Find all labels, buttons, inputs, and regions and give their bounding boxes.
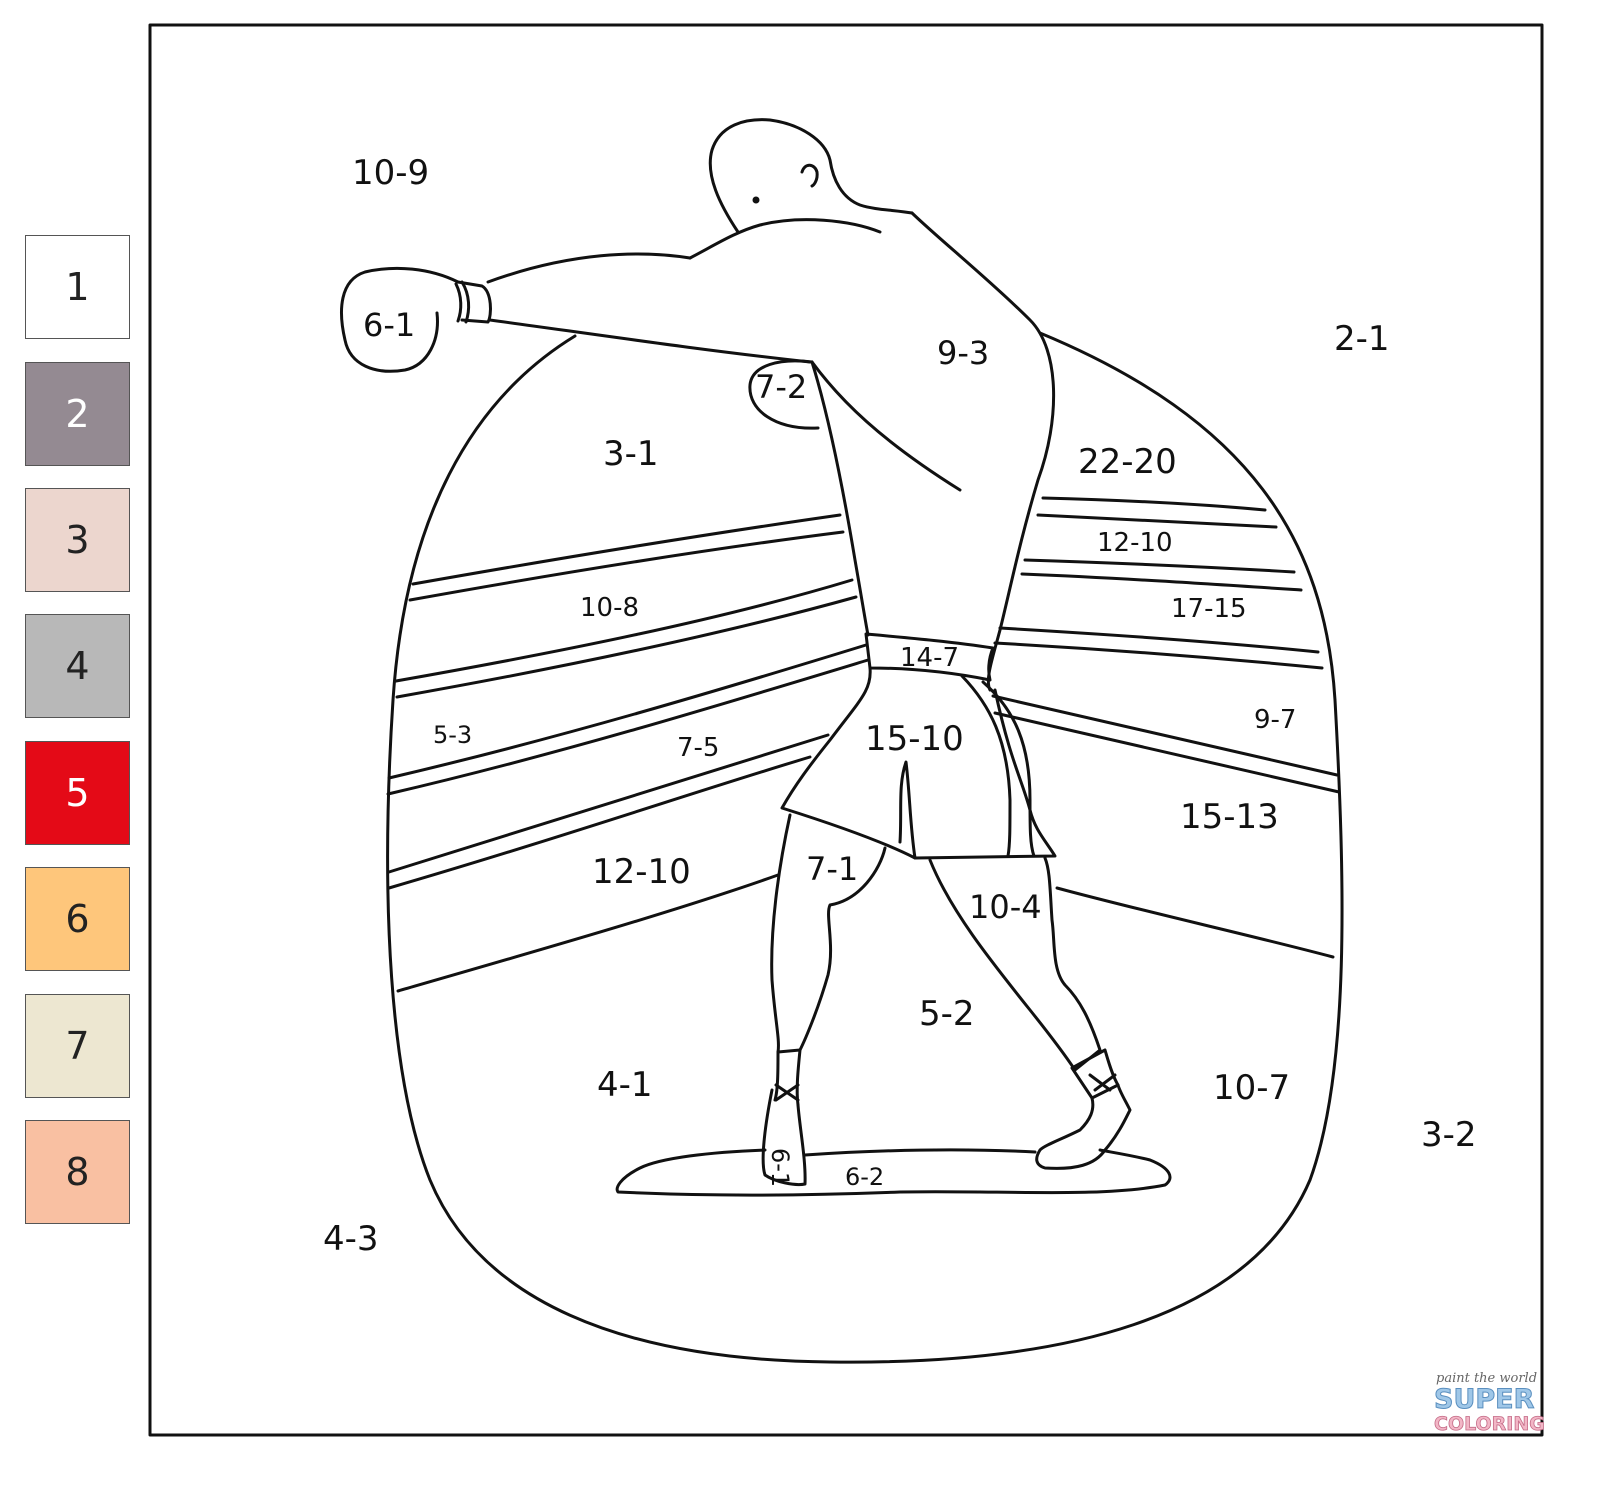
rope-left-3-bottom xyxy=(386,658,870,796)
swatch-8[interactable]: 8 xyxy=(25,1120,130,1224)
boxer-rear-glove xyxy=(748,359,820,430)
boxer-right-shoe xyxy=(1035,1083,1132,1170)
shoe-laces-right xyxy=(1088,1073,1117,1092)
rope-right-3-bottom xyxy=(993,641,1324,670)
swatch-1[interactable]: 1 xyxy=(25,235,130,339)
swatch-2-number: 2 xyxy=(65,392,90,436)
floor-shadow xyxy=(615,1148,1172,1197)
label-12-10-rope: 12-10 xyxy=(1097,528,1173,558)
label-9-7: 9-7 xyxy=(1254,705,1296,735)
glove-cuff-line-2 xyxy=(454,282,463,323)
swatch-6[interactable]: 6 xyxy=(25,867,130,971)
boxer-right-leg xyxy=(928,856,1102,1072)
boxer-ear xyxy=(800,163,819,188)
label-5-3: 5-3 xyxy=(433,721,472,749)
label-17-15: 17-15 xyxy=(1171,594,1247,624)
label-10-7: 10-7 xyxy=(1213,1068,1290,1108)
rope-right-4-bottom xyxy=(993,711,1341,794)
rope-left-1-bottom xyxy=(408,530,845,602)
label-15-13: 15-13 xyxy=(1180,797,1279,837)
rope-left-1-top xyxy=(411,513,842,586)
boxer-head xyxy=(708,118,914,234)
label-10-9: 10-9 xyxy=(352,153,429,193)
boxer-front-glove xyxy=(340,266,460,373)
canvas-frame xyxy=(148,23,1544,1437)
shorts-stripe-1 xyxy=(960,674,1012,858)
label-14-7: 14-7 xyxy=(900,643,959,673)
swatch-5-number: 5 xyxy=(65,771,90,815)
label-6-1-shoe: 6-1 xyxy=(766,1148,794,1187)
watermark-logo: paint the world SUPER COLORING xyxy=(1434,1371,1546,1435)
swatch-5[interactable]: 5 xyxy=(25,741,130,845)
swatch-3[interactable]: 3 xyxy=(25,488,130,592)
label-10-4: 10-4 xyxy=(969,888,1042,926)
glove-cuff-line-1 xyxy=(460,280,471,324)
rope-right-1-bottom xyxy=(1036,513,1278,529)
rope-right-2-top xyxy=(1023,558,1296,574)
label-9-3: 9-3 xyxy=(937,334,989,372)
label-6-1-glove: 6-1 xyxy=(363,306,415,344)
shorts-outline xyxy=(780,666,1057,860)
label-6-2: 6-2 xyxy=(845,1163,884,1191)
label-12-10: 12-10 xyxy=(592,852,691,892)
watermark-line2: COLORING xyxy=(1434,1413,1545,1435)
rope-left-4-bottom xyxy=(387,755,812,890)
rope-left-3-top xyxy=(387,643,868,780)
rope-left-2-bottom xyxy=(395,595,858,699)
label-22-20: 22-20 xyxy=(1078,442,1177,482)
swatch-4-number: 4 xyxy=(65,644,90,688)
label-7-1: 7-1 xyxy=(806,850,858,888)
shorts-waistband xyxy=(864,632,995,682)
rope-right-1-top xyxy=(1041,496,1267,512)
boxer-arm-top xyxy=(486,252,692,284)
swatch-8-number: 8 xyxy=(65,1150,90,1194)
boxer-eye xyxy=(752,196,760,204)
rope-right-3-top xyxy=(998,626,1320,654)
rope-left-2-top xyxy=(394,578,854,683)
label-4-1: 4-1 xyxy=(597,1065,653,1105)
swatch-2[interactable]: 2 xyxy=(25,362,130,466)
label-5-2: 5-2 xyxy=(919,994,975,1034)
shorts-stripe-2 xyxy=(981,680,1036,858)
rope-right-4-top xyxy=(991,694,1339,777)
label-7-2: 7-2 xyxy=(755,368,807,406)
boxer-body-left xyxy=(810,360,870,637)
rope-left-5 xyxy=(396,873,780,993)
watermark-line1: SUPER xyxy=(1434,1384,1535,1415)
boxer-left-shoe xyxy=(761,1088,807,1186)
rope-right-5 xyxy=(1055,886,1335,959)
label-3-1: 3-1 xyxy=(603,434,659,474)
label-15-10: 15-10 xyxy=(865,719,964,759)
glove-cuff xyxy=(456,280,492,324)
boxer-shoulder-line xyxy=(688,218,882,260)
rope-left-4-top xyxy=(387,733,830,874)
watermark-tagline: paint the world xyxy=(1436,1371,1537,1386)
boxer-arm-bottom xyxy=(488,318,812,364)
swatch-3-number: 3 xyxy=(65,518,90,562)
label-4-3: 4-3 xyxy=(323,1219,379,1259)
swatch-7[interactable]: 7 xyxy=(25,994,130,1098)
label-10-8: 10-8 xyxy=(580,593,639,623)
label-3-2: 3-2 xyxy=(1421,1115,1477,1155)
ring-oval-outline xyxy=(386,331,1344,1364)
rope-right-2-bottom xyxy=(1020,572,1303,592)
boxer-left-leg xyxy=(770,813,887,1054)
floor-shadow-between xyxy=(803,1148,1037,1157)
swatch-7-number: 7 xyxy=(65,1024,90,1068)
label-7-5: 7-5 xyxy=(677,733,719,763)
swatch-6-number: 6 xyxy=(65,897,90,941)
shoe-laces-left xyxy=(774,1083,800,1102)
label-2-1: 2-1 xyxy=(1334,319,1390,359)
swatch-4[interactable]: 4 xyxy=(25,614,130,718)
swatch-1-number: 1 xyxy=(65,265,90,309)
boxer-side-line xyxy=(810,360,962,492)
boxer-back xyxy=(910,211,1056,692)
shorts-slit xyxy=(898,760,917,860)
